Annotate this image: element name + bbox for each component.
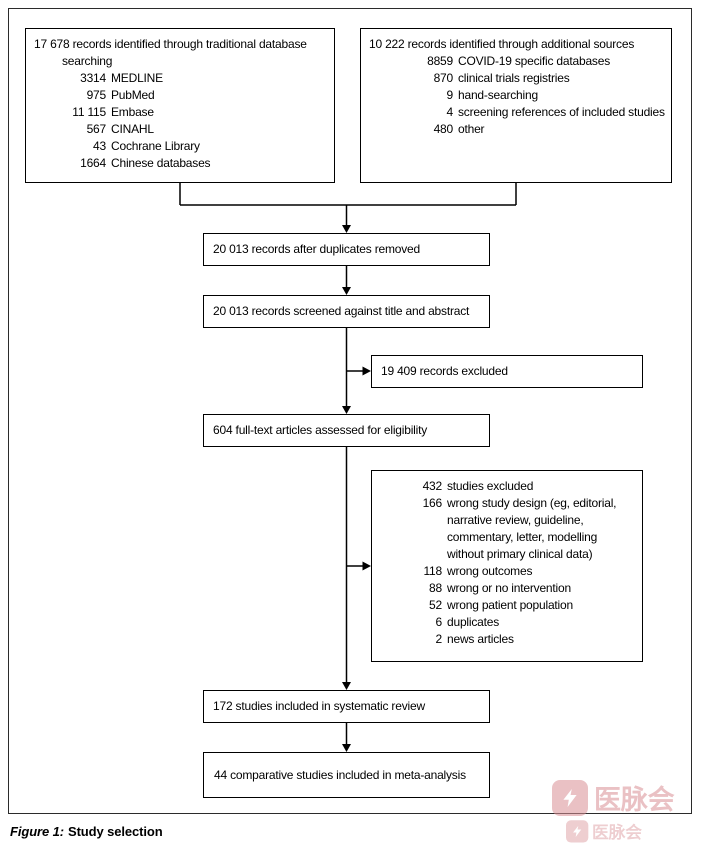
stat-count: 3314: [80, 71, 106, 85]
stat-row: 11 115 Embase: [34, 104, 328, 121]
stat-label: wrong or no intervention: [447, 581, 571, 595]
box-meta-analysis: 44 comparative studies included in meta-…: [203, 752, 490, 798]
box-additional-sources: 10 222 records identified through additi…: [360, 28, 672, 183]
stat-row: 1664 Chinese databases: [34, 155, 328, 172]
stat-count: 9: [446, 88, 454, 102]
stat-label: PubMed: [111, 88, 155, 102]
stat-label: Cochrane Library: [111, 139, 200, 153]
stat-count: 567: [86, 122, 107, 136]
stat-row: 88 wrong or no intervention: [380, 580, 636, 597]
stat-count: 975: [86, 88, 107, 102]
box-text: 604 full-text articles assessed for elig…: [213, 423, 428, 437]
stat-count: 480: [433, 122, 454, 136]
stat-label: clinical trials registries: [458, 71, 570, 85]
stat-row: 118 wrong outcomes: [380, 563, 636, 580]
stat-count: 4: [446, 105, 454, 119]
box-screened: 20 013 records screened against title an…: [203, 295, 490, 328]
caption-label: Figure 1:: [10, 824, 64, 839]
box-text: 172 studies included in systematic revie…: [213, 699, 425, 713]
stat-row: 480 other: [369, 121, 665, 138]
watermark-logo-icon: [552, 779, 588, 816]
box-text: 20 013 records after duplicates removed: [213, 242, 420, 256]
box-text: 20 013 records screened against title an…: [213, 304, 470, 318]
stat-count: 11 115: [72, 105, 106, 119]
lightning-icon: [563, 788, 577, 807]
watermark-logo-icon: [566, 819, 589, 843]
box-traditional-sources: 17 678 records identified through tradit…: [25, 28, 335, 183]
watermark-row-small: 医脉会: [566, 819, 642, 843]
lightning-icon: [573, 825, 582, 837]
box-title: 17 678 records identified through tradit…: [34, 37, 307, 68]
stat-row: 975 PubMed: [34, 87, 328, 104]
stat-row: 43 Cochrane Library: [34, 138, 328, 155]
stat-row: 9 hand-searching: [369, 87, 665, 104]
stat-label: studies excluded: [447, 479, 534, 493]
stat-count: 2: [435, 632, 443, 646]
stat-row: 567 CINAHL: [34, 121, 328, 138]
stat-label: news articles: [447, 632, 514, 646]
watermark-row: 医脉会: [552, 778, 688, 817]
stat-count: 52: [429, 598, 442, 612]
stat-label: wrong study design (eg, editorial, narra…: [447, 496, 617, 561]
box-title: 10 222 records identified through additi…: [369, 37, 635, 51]
stat-count: 88: [429, 581, 442, 595]
stat-count: 6: [435, 615, 443, 629]
stat-count: 1664: [80, 156, 106, 170]
watermark-text: 医脉会: [592, 823, 642, 842]
box-text: 19 409 records excluded: [381, 364, 508, 378]
box-fulltext-assessed: 604 full-text articles assessed for elig…: [203, 414, 490, 447]
stat-label: hand-searching: [458, 88, 538, 102]
stat-label: Embase: [111, 105, 154, 119]
stat-count: 8859: [427, 54, 453, 68]
stat-label: screening references of included studies: [458, 105, 665, 119]
stat-label: wrong outcomes: [447, 564, 533, 578]
stat-row: 4 screening references of included studi…: [369, 104, 665, 121]
stat-label: wrong patient population: [447, 598, 573, 612]
box-text: 44 comparative studies included in meta-…: [214, 767, 466, 782]
box-records-excluded: 19 409 records excluded: [371, 355, 643, 388]
box-studies-excluded: 432 studies excluded 166 wrong study des…: [371, 470, 643, 662]
box-duplicates-removed: 20 013 records after duplicates removed: [203, 233, 490, 266]
figure-caption: Figure 1: Study selection: [10, 824, 163, 839]
stat-count: 870: [433, 71, 454, 85]
stat-count: 43: [93, 139, 106, 153]
figure-border: [8, 8, 692, 814]
stat-row: 6 duplicates: [380, 614, 636, 631]
stat-row: 166 wrong study design (eg, editorial, n…: [380, 495, 636, 563]
stat-label: Chinese databases: [111, 156, 211, 170]
stat-label: other: [458, 122, 485, 136]
stat-count: 432: [422, 479, 443, 493]
stat-label: duplicates: [447, 615, 500, 629]
stat-row: 8859 COVID-19 specific databases: [369, 53, 665, 70]
stat-label: CINAHL: [111, 122, 154, 136]
stat-row: 870 clinical trials registries: [369, 70, 665, 87]
stat-row: 2 news articles: [380, 631, 636, 648]
stat-row: 3314 MEDLINE: [34, 70, 328, 87]
stat-label: MEDLINE: [111, 71, 163, 85]
watermark-text: 医脉会: [594, 785, 675, 815]
box-systematic-review: 172 studies included in systematic revie…: [203, 690, 490, 723]
stat-row: 432 studies excluded: [380, 478, 636, 495]
caption-title: Study selection: [68, 824, 163, 839]
watermark: 医脉会 医脉会: [552, 778, 688, 848]
stat-count: 118: [423, 564, 442, 578]
stat-count: 166: [422, 496, 443, 510]
stat-row: 52 wrong patient population: [380, 597, 636, 614]
stat-label: COVID-19 specific databases: [458, 54, 611, 68]
